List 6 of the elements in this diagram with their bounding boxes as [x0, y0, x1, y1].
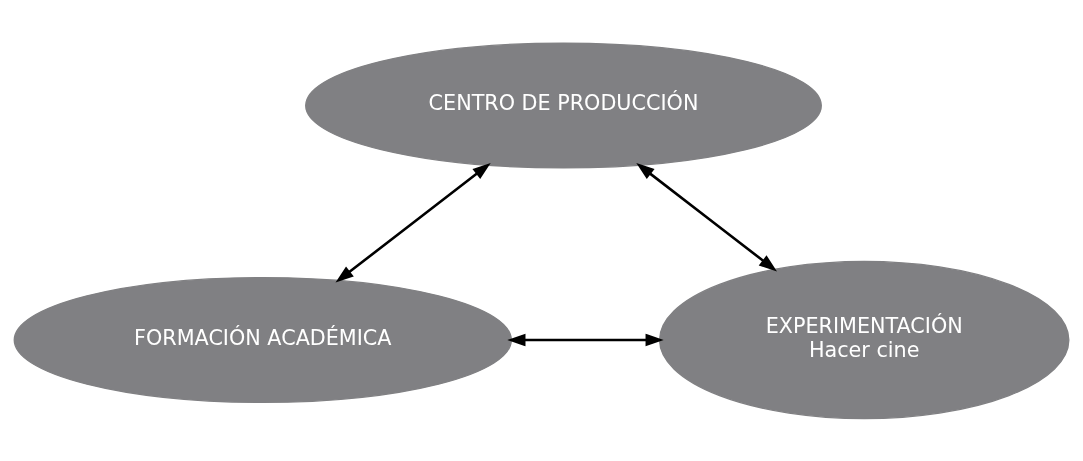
- arrow: [636, 162, 777, 271]
- arrow: [507, 333, 664, 346]
- node-ellipse: EXPERIMENTACIÓN Hacer cine: [658, 260, 1070, 419]
- arrow: [335, 162, 491, 283]
- node-ellipse: FORMACIÓN ACADÉMICA: [13, 276, 512, 403]
- node-ellipse: CENTRO DE PRODUCCIÓN: [305, 41, 822, 169]
